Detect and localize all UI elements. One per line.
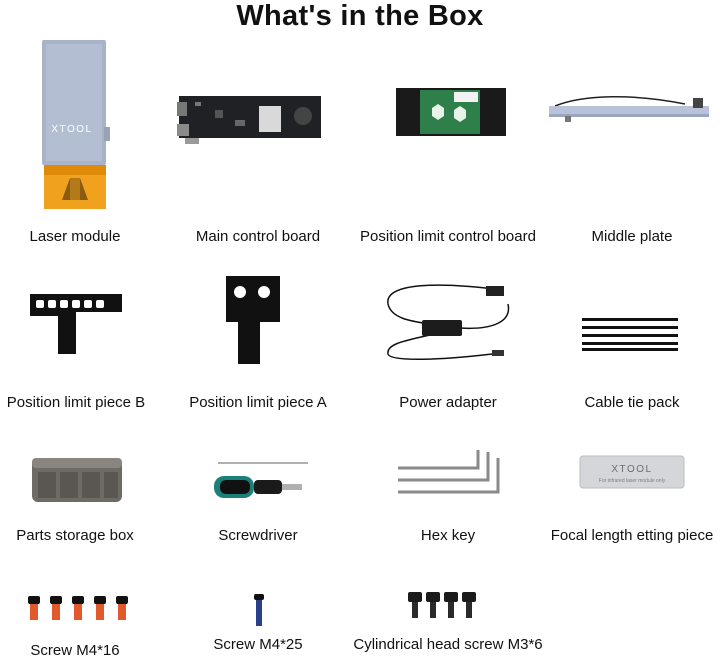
label-focal-length-setting-piece: Focal length etting piece <box>550 527 714 544</box>
label-middle-plate: Middle plate <box>591 228 673 245</box>
position-limit-piece-b-image <box>30 294 122 354</box>
label-cable-tie-pack: Cable tie pack <box>584 394 680 411</box>
screw-m4-25-image <box>254 594 264 626</box>
label-cylindrical-head-screw-m3-6: Cylindrical head screw M3*6 <box>353 636 543 653</box>
page-title: What's in the Box <box>236 0 484 32</box>
cable-tie-pack-image <box>582 318 678 351</box>
label-power-adapter: Power adapter <box>399 394 497 411</box>
main-control-board-image <box>177 96 321 144</box>
hex-key-image <box>398 450 500 494</box>
screwdriver-image <box>214 462 308 498</box>
label-position-limit-control-board: Position limit control board <box>360 228 536 245</box>
focal-card-brand: XTOOL <box>611 464 652 475</box>
label-hex-key: Hex key <box>420 527 476 544</box>
middle-plate-image <box>549 96 709 122</box>
label-screwdriver: Screwdriver <box>218 527 298 544</box>
label-screw-m4-16: Screw M4*16 <box>30 642 120 659</box>
focal-card-note: For infrared laser module only <box>599 478 666 484</box>
laser-module-image: XTOOL <box>42 40 110 209</box>
label-screw-m4-25: Screw M4*25 <box>213 636 303 653</box>
screw-m4-16-image <box>28 596 128 620</box>
laser-module-brand: XTOOL <box>51 124 92 135</box>
position-limit-control-board-image <box>396 88 506 136</box>
focal-length-setting-piece-image: XTOOL For infrared laser module only <box>579 455 685 489</box>
label-position-limit-piece-a: Position limit piece A <box>189 394 327 411</box>
power-adapter-image <box>387 284 510 361</box>
label-main-control-board: Main control board <box>195 228 321 245</box>
label-parts-storage-box: Parts storage box <box>16 527 134 544</box>
cylindrical-head-screw-m3-6-image <box>408 592 476 618</box>
label-laser-module: Laser module <box>29 228 121 245</box>
parts-storage-box-image <box>32 458 122 502</box>
label-position-limit-piece-b: Position limit piece B <box>6 394 146 411</box>
position-limit-piece-a-image <box>226 276 280 364</box>
